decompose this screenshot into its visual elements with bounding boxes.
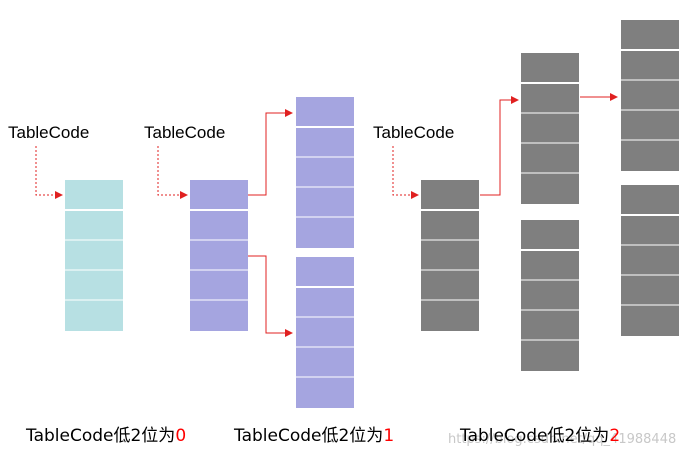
pointer-arrow-tablecode-1: [35, 146, 63, 199]
tablecode-label-2: TableCode: [144, 123, 226, 142]
watermark: https://blog.csdn.net/qq_41988448: [448, 432, 677, 447]
sub-table-1-bottom: [296, 257, 354, 408]
caption-low-bits-0: TableCode低2位为0: [26, 421, 186, 446]
caption-text: TableCode低2位为: [460, 426, 610, 446]
pointer-arrow-tablecode-3: [392, 146, 419, 199]
table-low-bits-1: [190, 180, 248, 331]
pointer-arrows: [35, 93, 618, 337]
tablecode-label-1: TableCode: [8, 123, 90, 142]
sub-table-2-mid-lower: [521, 220, 579, 371]
caption-digit: 1: [383, 426, 395, 446]
sub-table-2-mid-upper: [521, 53, 579, 204]
pointer-arrow-array2-to-mid: [480, 96, 519, 196]
pointer-arrow-array1-to-sub2: [248, 255, 293, 337]
sub-table-2-right-lower: [621, 185, 679, 336]
caption-digit: 2: [609, 426, 621, 446]
caption-text: TableCode低2位为: [26, 426, 176, 446]
table-low-bits-2: [421, 180, 479, 331]
pointer-arrow-tablecode-2: [157, 146, 188, 199]
sub-table-2-right-upper: [621, 20, 679, 171]
caption-low-bits-1: TableCode低2位为1: [234, 421, 394, 446]
caption-low-bits-2: TableCode低2位为2: [460, 421, 620, 446]
tables: [65, 20, 679, 408]
tablecode-label-3: TableCode: [373, 123, 455, 142]
caption-digit: 0: [175, 426, 187, 446]
caption-text: TableCode低2位为: [234, 426, 384, 446]
sub-table-1-top: [296, 97, 354, 248]
table-low-bits-0: [65, 180, 123, 331]
pointer-arrow-array1-to-sub1: [248, 109, 293, 196]
